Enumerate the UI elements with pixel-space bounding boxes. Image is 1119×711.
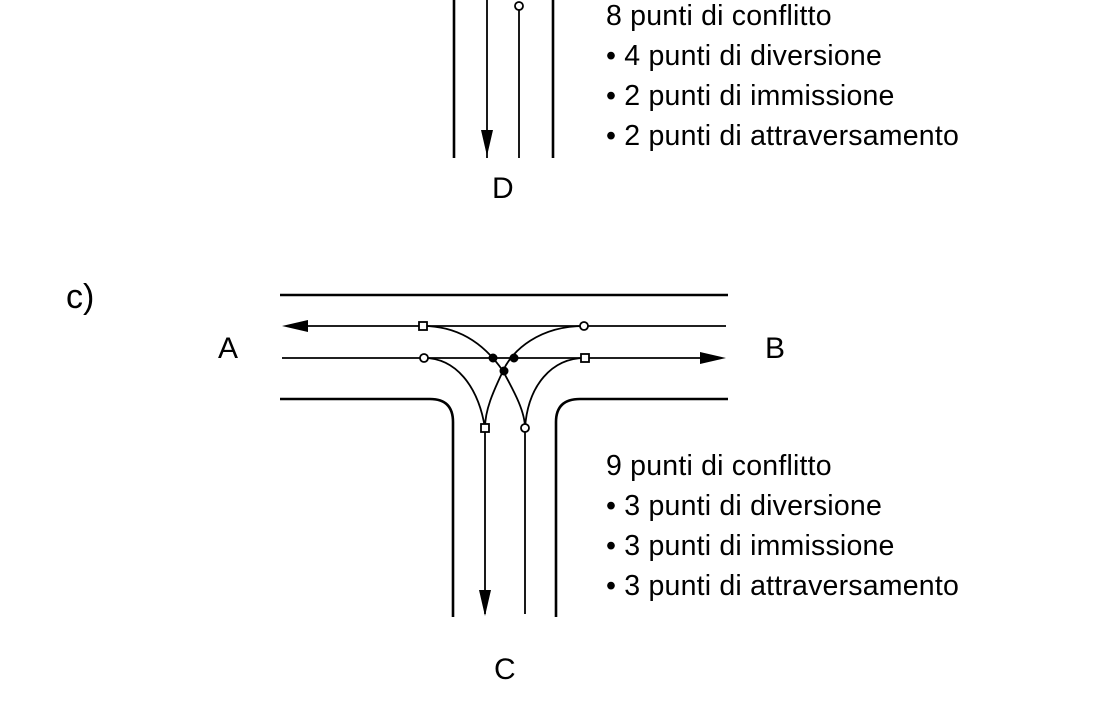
diverge-point-b [579, 321, 589, 331]
node-label-b: B [765, 332, 786, 365]
top-summary-item: • 2 punti di immissione [606, 80, 895, 112]
panel-label-c: c) [66, 278, 95, 316]
merge-point-b [580, 353, 590, 363]
t-intersection-diagram [280, 293, 728, 617]
turn-c-to-a [422, 325, 526, 429]
top-diagram [452, 0, 555, 158]
arrow-westbound [282, 320, 308, 332]
node-label-d: D [492, 172, 514, 205]
top-summary-title: 8 punti di conflitto [606, 0, 832, 32]
arrow-southbound [479, 590, 491, 616]
turn-a-to-c [423, 357, 486, 429]
top-conflict-summary: 8 punti di conflitto • 4 punti di divers… [606, 0, 959, 156]
merge-point-c [480, 423, 490, 433]
c-summary-item: • 3 punti di diversione [606, 490, 882, 522]
c-summary-item: • 3 punti di attraversamento [606, 570, 960, 602]
diverge-point-c [520, 423, 530, 433]
cross-point-3 [499, 366, 509, 376]
c-conflict-summary: 9 punti di conflitto • 3 punti di divers… [606, 446, 959, 606]
top-diverge-point [514, 1, 524, 11]
cross-point-1 [488, 353, 498, 363]
top-arrow-southbound [481, 130, 493, 156]
turn-c-to-b [524, 357, 586, 429]
arrow-eastbound [700, 352, 726, 364]
road-edge-bottom-left [280, 397, 455, 617]
top-summary-item: • 4 punti di diversione [606, 40, 882, 72]
node-label-a: A [218, 332, 239, 365]
turn-b-to-c [484, 325, 585, 429]
top-summary-item: • 2 punti di attraversamento [606, 120, 960, 152]
node-label-c: C [494, 653, 516, 686]
c-summary-item: • 3 punti di immissione [606, 530, 895, 562]
cross-point-2 [509, 353, 519, 363]
merge-point-a [418, 321, 428, 331]
c-summary-title: 9 punti di conflitto [606, 450, 832, 482]
diverge-point-a [419, 353, 429, 363]
road-edge-bottom-right [554, 397, 728, 617]
